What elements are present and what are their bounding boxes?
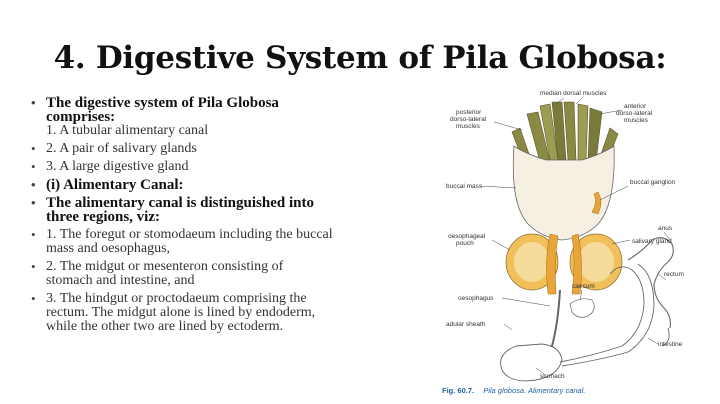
bullet-line: rectum. The midgut alone is lined by end… xyxy=(46,305,316,320)
alimentary-canal-diagram: median dorsal muscles anterior dorso-lat… xyxy=(442,90,684,396)
label-salivary-gland: salivary gland xyxy=(632,238,672,245)
bullet-item: 2. The midgut or mesenteron consisting o… xyxy=(28,260,428,288)
label-buccal-ganglion: buccal ganglion xyxy=(630,179,676,186)
bullet-item: The digestive system of Pila Globosa com… xyxy=(28,96,428,138)
bullet-item: 1. The foregut or stomodaeum including t… xyxy=(28,228,428,256)
slide-title: 4. Digestive System of Pila Globosa: xyxy=(53,40,667,76)
caption-number: Fig. 60.7. xyxy=(442,386,474,395)
label-muscles-anterior: muscles xyxy=(624,117,649,124)
rectum-end xyxy=(661,327,670,347)
pouch-inner-right xyxy=(578,242,614,282)
caecum xyxy=(569,298,595,318)
salivary-gland-left xyxy=(546,233,559,295)
salivary-gland-right xyxy=(571,233,582,295)
stomach xyxy=(500,343,563,382)
label-dorso-lateral-anterior: dorso-lateral xyxy=(616,110,653,117)
bullet-line: 3. A large digestive gland xyxy=(46,159,189,174)
label-dorso-lateral-posterior: dorso-lateral xyxy=(450,116,487,123)
bullet-item: 2. A pair of salivary glands xyxy=(28,141,428,157)
pouch-inner-left xyxy=(514,242,550,282)
caption-text: Pila globosa. Alimentary canal. xyxy=(483,386,585,395)
buccal-ganglion xyxy=(591,191,602,215)
bullet-line: 2. The midgut or mesenteron consisting o… xyxy=(46,259,284,274)
label-oesophagus: oesophagus xyxy=(458,295,494,302)
bullet-line: 2. A pair of salivary glands xyxy=(46,141,197,156)
bullet-line: The alimentary canal is distinguished in… xyxy=(46,195,314,211)
bullet-item: 3. A large digestive gland xyxy=(28,159,428,175)
figure-caption: Fig. 60.7. Pila globosa. Alimentary cana… xyxy=(442,378,585,396)
bullet-list: The digestive system of Pila Globosa com… xyxy=(28,96,428,338)
leader-lines xyxy=(479,97,671,375)
label-buccal-mass: buccal mass xyxy=(446,183,483,190)
label-adular-sheath: adular sheath xyxy=(446,321,486,328)
bullet-item: The alimentary canal is distinguished in… xyxy=(28,195,428,225)
label-posterior: posterior xyxy=(456,109,482,116)
label-pouch: pouch xyxy=(456,240,474,247)
bullet-line: stomach and intestine, and xyxy=(46,273,195,288)
label-rectum: rectum xyxy=(664,271,684,278)
label-anus: anus xyxy=(658,225,673,232)
bullet-subline: 1. A tubular alimentary canal xyxy=(46,123,209,138)
bullet-line: 3. The hindgut or proctodaeum comprising… xyxy=(46,291,307,306)
label-oesophageal: oesophageal xyxy=(448,233,486,240)
intestine xyxy=(559,263,655,367)
bullet-item: 3. The hindgut or proctodaeum comprising… xyxy=(28,292,428,334)
bullet-line: while the other two are lined by ectoder… xyxy=(46,319,284,334)
bullet-line: The digestive system of Pila Globosa xyxy=(46,95,279,111)
buccal-mass xyxy=(512,145,615,241)
bullet-line: comprises: xyxy=(46,109,116,125)
bullet-line: three regions, viz: xyxy=(46,209,161,225)
label-median-dorsal-muscles: median dorsal muscles xyxy=(540,90,607,97)
bullet-line: (i) Alimentary Canal: xyxy=(46,177,184,193)
bullet-item: (i) Alimentary Canal: xyxy=(28,177,428,193)
bullet-line: 1. The foregut or stomodaeum including t… xyxy=(46,227,333,242)
rectum xyxy=(627,237,674,329)
label-caecum: caecum xyxy=(572,283,595,290)
label-intestine: intestine xyxy=(658,341,683,348)
label-stomach: stomach xyxy=(540,373,565,380)
alimentary-canal-figure: median dorsal muscles anterior dorso-lat… xyxy=(432,84,712,396)
label-anterior: anterior xyxy=(624,103,647,110)
label-muscles-posterior: muscles xyxy=(456,123,481,130)
bullet-line: mass and oesophagus, xyxy=(46,241,171,256)
